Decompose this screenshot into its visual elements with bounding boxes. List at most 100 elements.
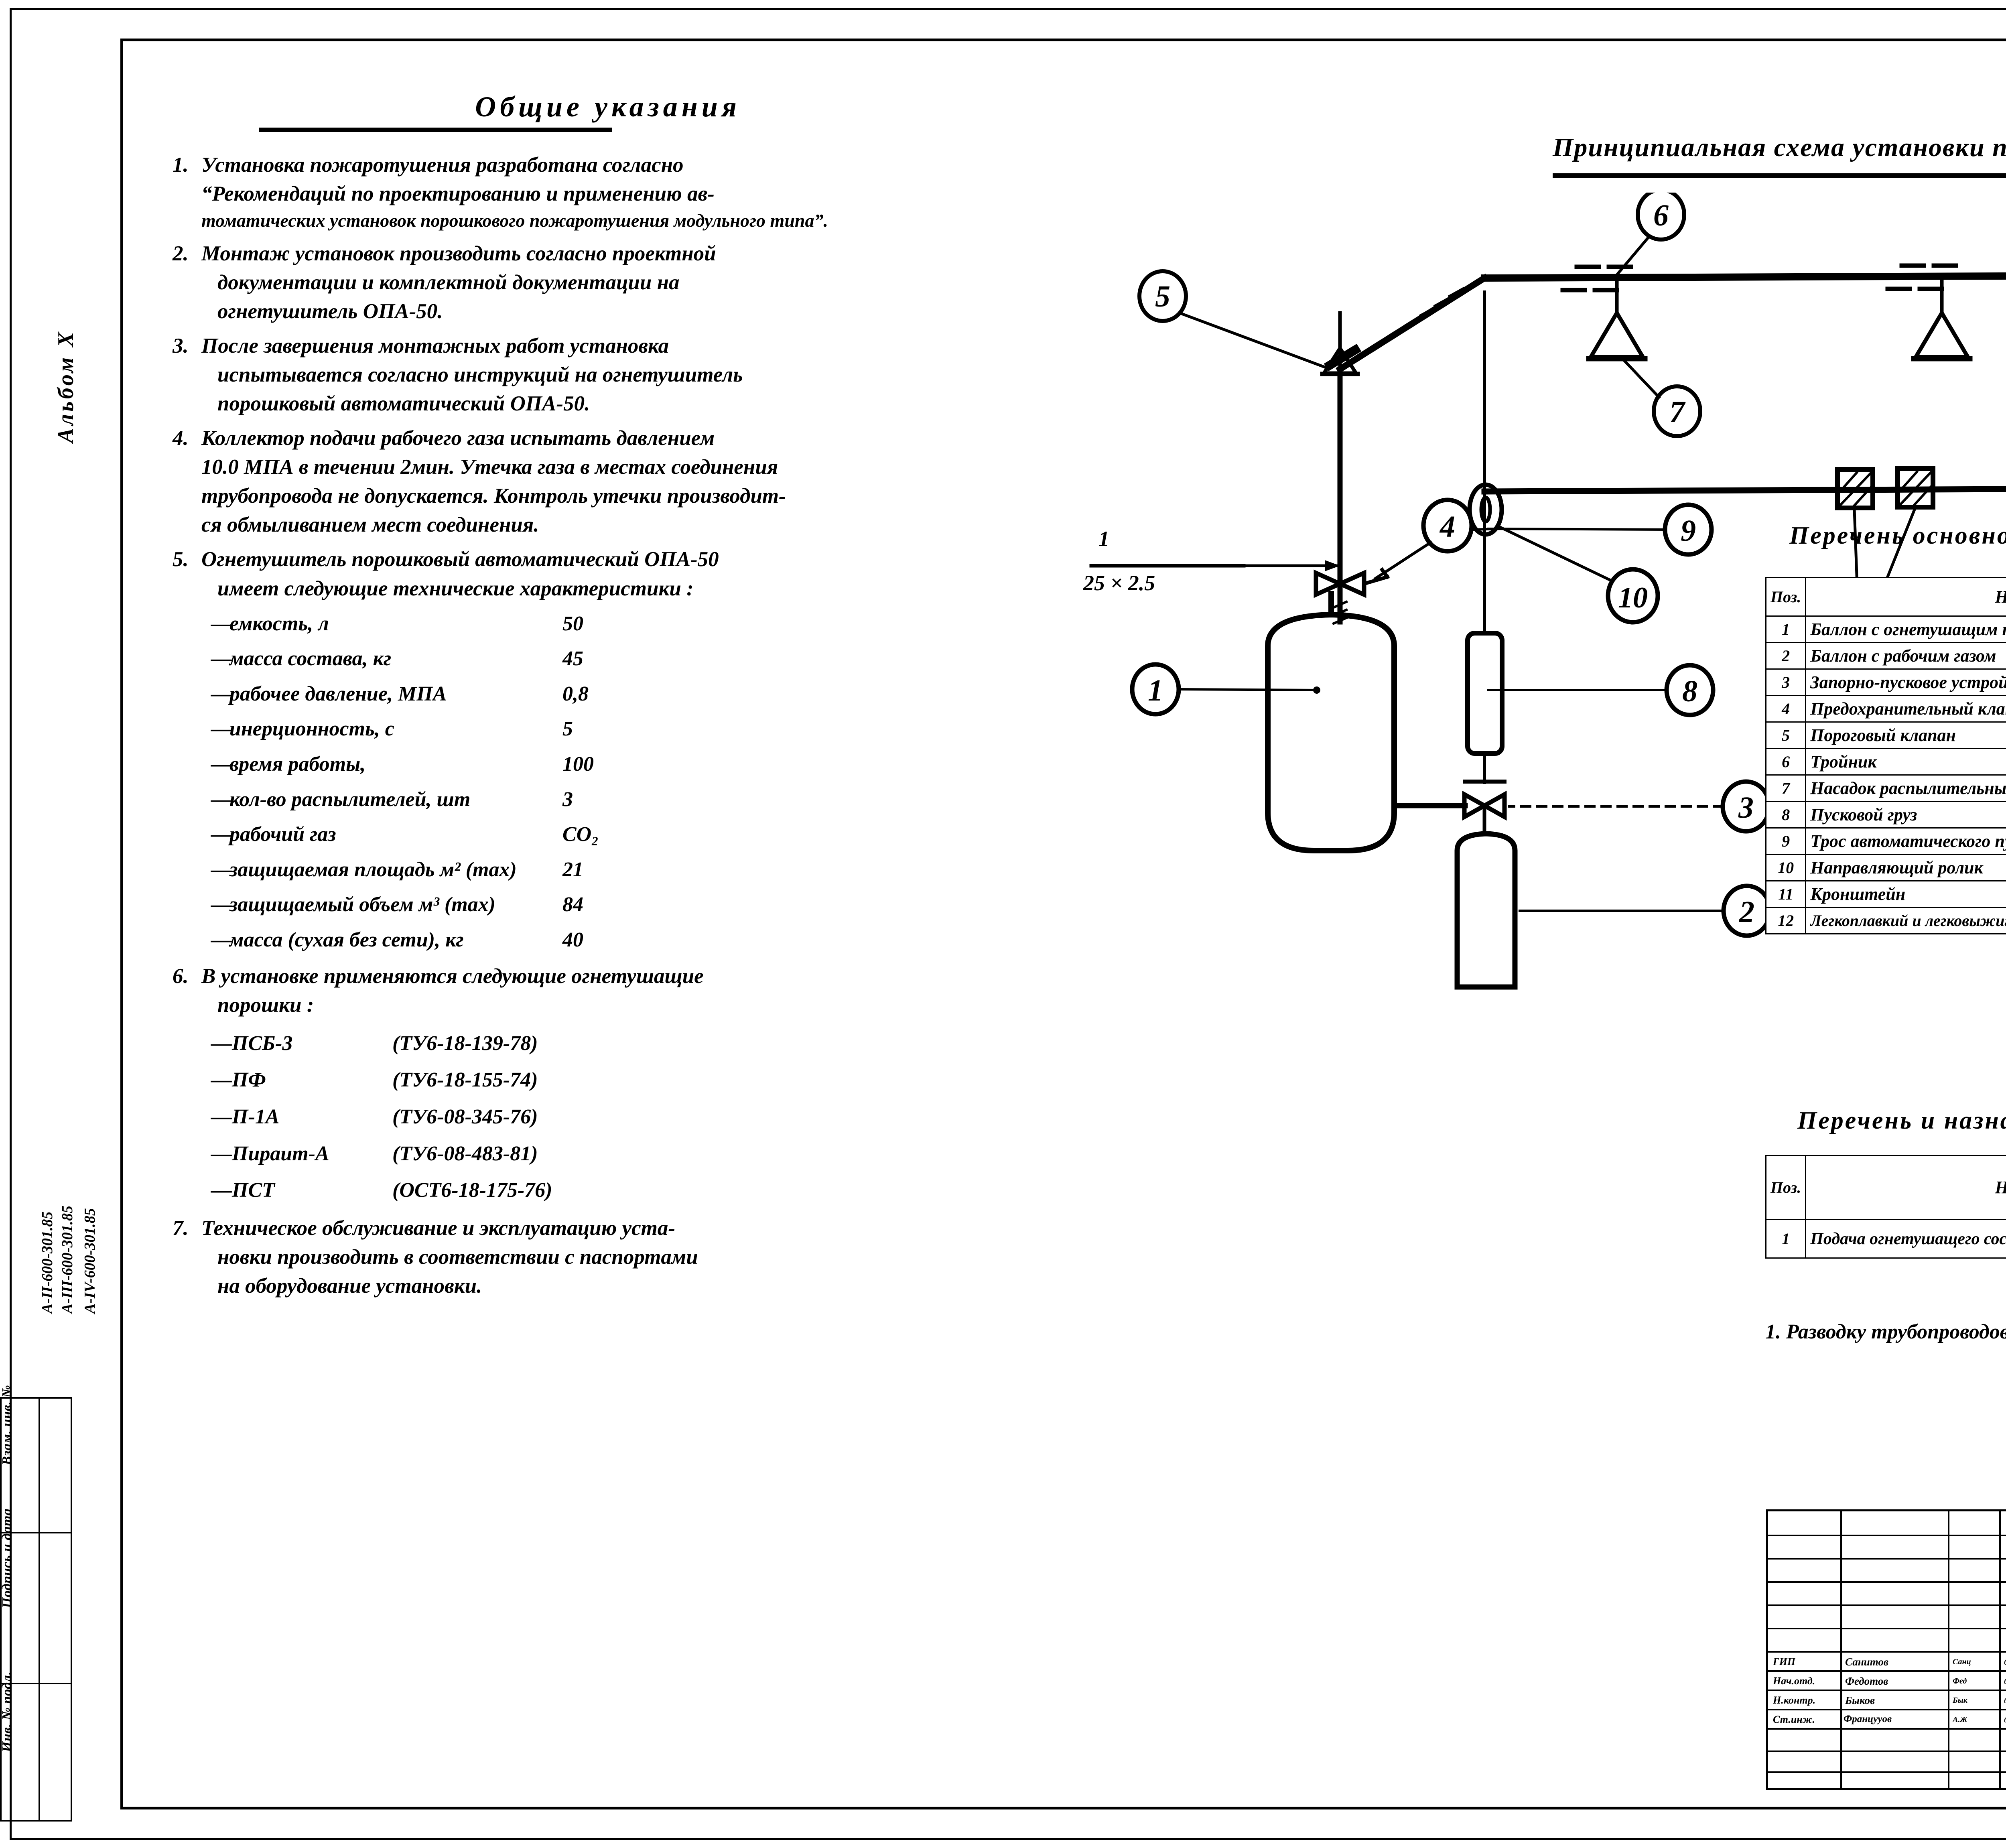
note-item: 5. Огнетушитель порошковый автоматически… [173,545,1055,603]
spec-row: — кол-во распылителей, шт 3 [211,786,1055,813]
cell-name: Баллон с рабочим газом [1805,642,2006,670]
powder-row: — П-1А (ТУ6-08-345-76) [211,1103,1055,1131]
spec-row: — емкость, л 50 [211,610,1055,638]
spec-row: — рабочий газ CO₂ [211,821,1055,848]
note-line: трубопровода не допускается. Контроль ут… [201,484,786,508]
callout-9: 9 [1487,502,1714,557]
sheet-frame-outer [10,8,2006,1840]
title-block: ТП А-II-600-301.85 А-III-600-301.85 А-IV… [1766,1509,2006,1790]
spec-row: — масса состава, кг 45 [211,645,1055,672]
table-row: 11 Кронштейн ,, [1765,880,2006,908]
spec-value: 40 [562,928,583,951]
powder-cylinder [1265,591,1397,853]
signatory-signature: А.Ж [1953,1715,1967,1724]
svg-text:2: 2 [1739,895,1754,929]
general-notes: Общие указания 1. Установка пожаротушени… [173,90,1055,1306]
powder-name: П-1А [232,1105,280,1128]
signatory-signature: Санц [1953,1657,1971,1666]
powder-name: ПФ [232,1068,266,1092]
note-line: В установке применяются следующие огнету… [201,964,704,988]
note-line: Огнетушитель порошковый автоматический О… [201,548,719,571]
spec-row: — защищаемый объем м³ (max) 84 [211,891,1055,918]
cell-position: 5 [1765,721,1807,749]
th-position: Поз. [1765,1155,1807,1220]
album-label: Альбом X [53,329,78,443]
spec-name: инерционность, с [229,717,394,741]
bullet-dash: — [211,1068,232,1092]
bullet-dash: — [211,893,232,916]
threshold-valve-symbol [1320,311,1360,383]
powder-name: ПСБ-3 [232,1032,293,1055]
cell-position: 7 [1765,774,1807,802]
signatory-date: 04.84 [2004,1677,2006,1686]
powder-spec: (ТУ6-08-345-76) [392,1105,538,1128]
pipeline-routing-note: 1. Разводку трубопроводов см. лист ТМ-11… [1765,1320,2006,1343]
spec-row: — время работы, 100 [211,751,1055,778]
signatory-name: Санитов [1845,1656,1888,1668]
spec-name: кол-во распылителей, шт [229,788,471,811]
starter-weight [1465,631,1504,756]
note-number: 7. [173,1216,189,1240]
cell-name: Кронштейн [1805,880,2006,908]
technical-characteristics-list: — емкость, л 50 — масса состава, кг 45 —… [211,610,1055,954]
callout-4: 4 [1373,498,1474,581]
cell-position: 11 [1765,880,1807,908]
spec-value: 50 [562,612,583,635]
spec-value: CO₂ [562,823,599,846]
signatory-date: 04.84 [2004,1716,2006,1725]
signatory-date: 04.84 [2004,1697,2006,1706]
note-line: Техническое обслуживание и эксплуатацию … [201,1216,676,1240]
note-line: порошковый автоматический ОПА-50. [217,392,590,416]
signatory-name: Францууов [1844,1714,1892,1724]
svg-text:10: 10 [1618,581,1648,614]
spec-value: 45 [562,647,583,670]
cell-position: 2 [1765,642,1807,670]
powder-name: ПСТ [232,1179,275,1202]
signatory-name: Федотов [1845,1675,1888,1687]
note-line: томатических установок порошкового пожар… [201,210,828,231]
note-number: 5. [173,548,189,571]
table-header-row: Поз. Наименование Примечание [1765,1155,2006,1220]
spec-name: рабочее давление, МПА [229,682,447,705]
spec-row: — защищаемая площадь м² (max) 21 [211,856,1055,883]
svg-text:4: 4 [1439,510,1455,544]
spec-value: 5 [562,717,573,741]
bullet-dash: — [211,717,232,741]
signatory-signature: Фед [1953,1677,1967,1686]
table-header-row: Поз. Наименование Примечание [1765,577,2006,617]
drawing-code-3: А-IV-600-301.85 [81,1208,98,1314]
cell-position: 1 [1765,1219,1807,1259]
margin-box-podpis: Подпись и дата [0,1508,72,1684]
note-line: Монтаж установок производить согласно пр… [201,242,716,265]
bullet-dash: — [211,1142,232,1165]
spec-name: защищаемая площадь м² (max) [229,858,517,881]
svg-text:6: 6 [1653,199,1669,232]
cell-name: Предохранительный клапан [1805,695,2006,723]
powder-row: — ПСТ (ОСТ6-18-175-76) [211,1177,1055,1204]
note-line: 10.0 МПА в течении 2мин. Утечка газа в м… [201,455,778,479]
th-name: Наименование [1805,1155,2006,1220]
leader-arrow [1325,560,1340,571]
signatory-name: Быков [1845,1694,1875,1706]
drawing-code-1: А-II-600-301.85 [39,1211,56,1314]
gas-cylinder [1454,831,1518,990]
fusible-lock-b [1895,466,1935,510]
bullet-dash: — [211,682,232,705]
spec-value: 0,8 [562,682,589,705]
th-name: Наименование [1805,577,2006,617]
note-line: После завершения монтажных работ установ… [201,334,669,357]
svg-text:1: 1 [1148,674,1163,707]
callout-10: 10 [1496,524,1660,625]
cell-position: 8 [1765,801,1807,829]
riser-hatch [1346,286,1465,365]
note-line: Установка пожаротушения разработана согл… [201,153,684,177]
note-line: документации и комплектной документации … [217,270,680,294]
svg-text:5: 5 [1155,280,1170,313]
note-item: 6. В установке применяются следующие огн… [173,962,1055,1019]
bullet-dash: — [211,858,232,881]
svg-text:3: 3 [1738,791,1754,824]
table-row: 7 Насадок распылительный ,, [1765,774,2006,802]
spec-name: рабочий газ [229,823,336,846]
note-line: ся обмыливанием мест соединения. [201,513,539,537]
